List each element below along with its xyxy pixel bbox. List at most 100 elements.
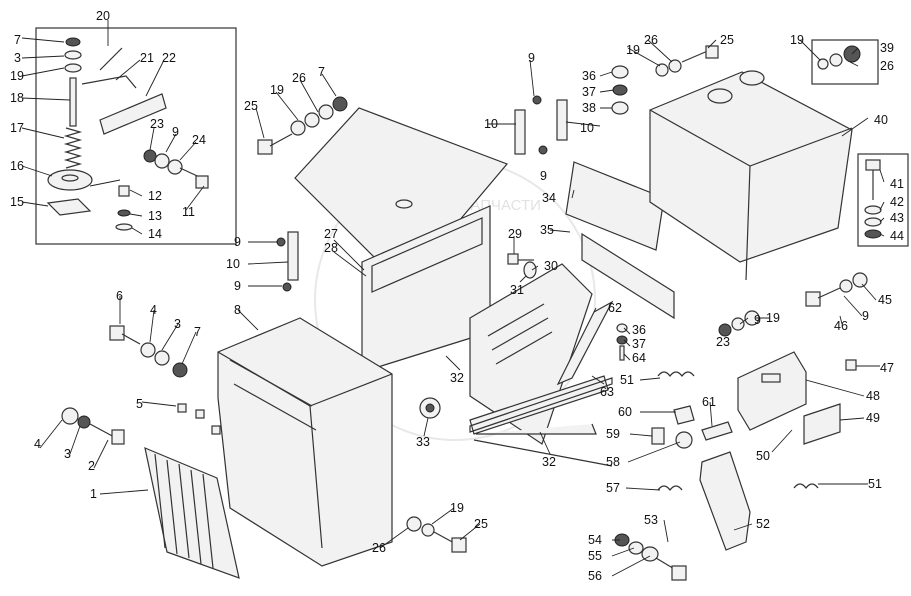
callout-9b: 9 bbox=[234, 235, 241, 249]
callout-3b: 3 bbox=[174, 317, 181, 331]
hood-hole bbox=[395, 199, 413, 209]
callout-17: 17 bbox=[10, 121, 24, 135]
callout-5: 5 bbox=[136, 397, 143, 411]
callout-31: 31 bbox=[510, 283, 524, 297]
callout-35: 35 bbox=[540, 223, 554, 237]
callout-41: 41 bbox=[890, 177, 904, 191]
callout-10b: 10 bbox=[484, 117, 498, 131]
callout-21: 21 bbox=[140, 51, 154, 65]
hood-body bbox=[217, 317, 393, 567]
callout-63: 63 bbox=[600, 385, 614, 399]
mount-bracket bbox=[699, 451, 751, 551]
front-grille bbox=[144, 447, 240, 579]
callout-57: 57 bbox=[606, 481, 620, 495]
callout-9d: 9 bbox=[528, 51, 535, 65]
callout-29: 29 bbox=[508, 227, 522, 241]
damper-left bbox=[276, 231, 299, 292]
callout-54: 54 bbox=[588, 533, 602, 547]
damper-top bbox=[514, 95, 568, 155]
callout-38: 38 bbox=[582, 101, 596, 115]
callout-27: 27 bbox=[324, 227, 338, 241]
callout-43: 43 bbox=[890, 211, 904, 225]
callout-36: 36 bbox=[582, 69, 596, 83]
bottom-bolt-group bbox=[406, 516, 467, 553]
callout-19b: 19 bbox=[270, 83, 284, 97]
callout-19: 19 bbox=[10, 69, 24, 83]
callout-9c: 9 bbox=[234, 279, 241, 293]
inset-frame-right bbox=[811, 39, 879, 85]
callout-23b: 23 bbox=[716, 335, 730, 349]
callout-19f: 19 bbox=[766, 311, 780, 325]
callout-19e: 19 bbox=[790, 33, 804, 47]
callout-51b: 51 bbox=[868, 477, 882, 491]
callout-40: 40 bbox=[874, 113, 888, 127]
callout-15: 15 bbox=[10, 195, 24, 209]
bracket-assembly bbox=[718, 310, 857, 431]
callout-37: 37 bbox=[582, 85, 596, 99]
callout-30: 30 bbox=[544, 259, 558, 273]
spring-left bbox=[657, 371, 695, 377]
callout-22: 22 bbox=[162, 51, 176, 65]
latch-parts bbox=[651, 405, 733, 449]
callout-8: 8 bbox=[234, 303, 241, 317]
spring-57 bbox=[657, 485, 683, 491]
callout-4: 4 bbox=[150, 303, 157, 317]
side-strip-62 bbox=[556, 300, 614, 386]
callout-51: 51 bbox=[620, 373, 634, 387]
callout-25b: 25 bbox=[474, 517, 488, 531]
callout-47: 47 bbox=[880, 361, 894, 375]
rear-panel bbox=[565, 161, 665, 251]
callout-60: 60 bbox=[618, 405, 632, 419]
callout-59: 59 bbox=[606, 427, 620, 441]
callout-37b: 37 bbox=[632, 337, 646, 351]
fuel-tank bbox=[649, 70, 853, 281]
callout-11: 11 bbox=[182, 205, 195, 219]
callout-58: 58 bbox=[606, 455, 620, 469]
callout-26b: 26 bbox=[372, 541, 386, 555]
inset-parts bbox=[46, 37, 209, 231]
callout-53: 53 bbox=[644, 513, 658, 527]
rear-strip bbox=[581, 232, 675, 320]
inset-right-parts bbox=[817, 45, 861, 70]
callout-56: 56 bbox=[588, 569, 602, 583]
long-strip bbox=[469, 377, 613, 467]
callout-18: 18 bbox=[10, 91, 24, 105]
callout-55: 55 bbox=[588, 549, 602, 563]
tank-side-bolt-group bbox=[805, 272, 868, 307]
callout-23: 23 bbox=[150, 117, 164, 131]
callout-48: 48 bbox=[866, 389, 880, 403]
grille-bolt-group bbox=[61, 407, 125, 445]
vertical-bolt-group bbox=[864, 159, 882, 239]
callout-52: 52 bbox=[756, 517, 770, 531]
callout-25: 25 bbox=[244, 99, 258, 113]
body-bolt-group bbox=[109, 325, 188, 378]
callout-7: 7 bbox=[14, 33, 21, 47]
tank-top-bolt-group bbox=[655, 45, 719, 77]
inset-frame-right-2 bbox=[857, 153, 909, 247]
callout-50: 50 bbox=[756, 449, 770, 463]
callout-7b: 7 bbox=[318, 65, 325, 79]
leader-lines bbox=[21, 20, 885, 577]
hood-top-panel bbox=[294, 107, 509, 269]
callout-13: 13 bbox=[148, 209, 162, 223]
callout-3c: 3 bbox=[64, 447, 71, 461]
door-bolt-group bbox=[507, 253, 537, 279]
callout-4b: 4 bbox=[34, 437, 41, 451]
callout-9f: 9 bbox=[862, 309, 869, 323]
hood-bolt-group bbox=[257, 96, 348, 155]
callout-45: 45 bbox=[878, 293, 892, 307]
spring-right bbox=[793, 483, 819, 489]
bracket-bolt-group bbox=[614, 533, 687, 581]
callout-61: 61 bbox=[702, 395, 716, 409]
callout-44: 44 bbox=[890, 229, 904, 243]
callout-16: 16 bbox=[10, 159, 24, 173]
clip-parts bbox=[177, 403, 221, 435]
callout-14: 14 bbox=[148, 227, 162, 241]
callout-20: 20 bbox=[96, 9, 110, 23]
callout-42: 42 bbox=[890, 195, 904, 209]
callout-9e: 9 bbox=[540, 169, 547, 183]
callout-32b: 32 bbox=[542, 455, 556, 469]
fitting bbox=[419, 397, 441, 419]
callout-26: 26 bbox=[292, 71, 306, 85]
callout-9g: 9 bbox=[754, 313, 761, 327]
